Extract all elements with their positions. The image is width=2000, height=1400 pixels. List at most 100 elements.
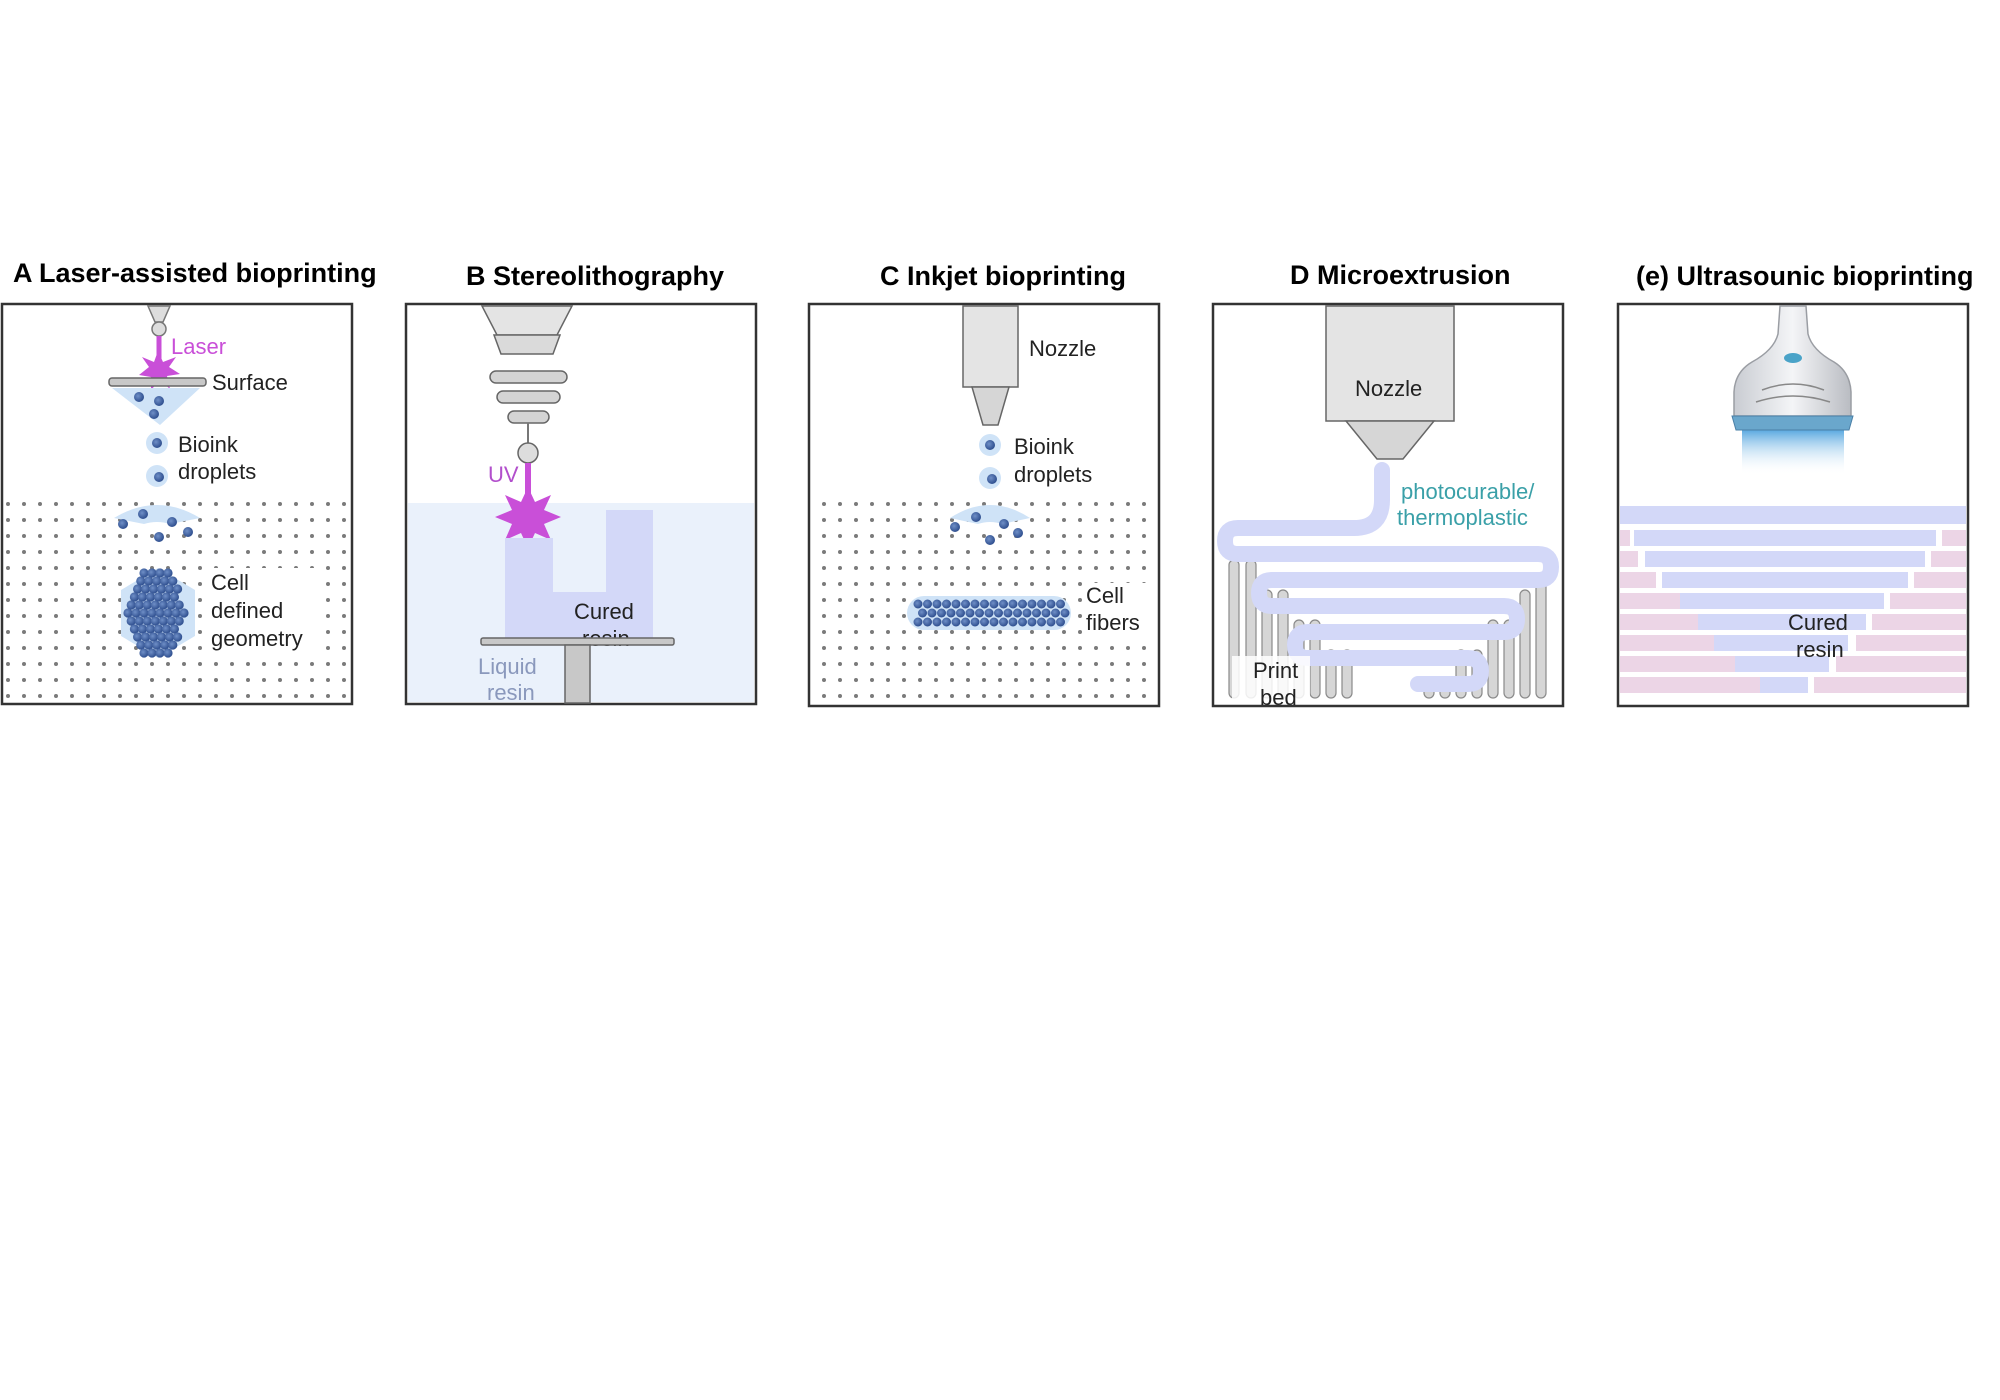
resin-brick — [1856, 635, 1966, 651]
cell — [153, 592, 163, 602]
cell — [1013, 608, 1022, 618]
cell — [160, 640, 170, 650]
laser-head-icon — [146, 305, 172, 323]
resin-brick — [1836, 656, 1966, 672]
bioink-label: Bioink — [178, 432, 239, 457]
resin-brick — [1620, 530, 1630, 546]
cell — [999, 599, 1008, 609]
cured-label: Cured — [574, 599, 634, 624]
panel-e-ultrasonic: (e) Ultrasounic bioprinting Cured resin — [1616, 261, 1974, 708]
cell — [129, 592, 139, 602]
cell — [163, 568, 173, 578]
cell — [1056, 617, 1065, 627]
lens-ring — [507, 410, 550, 424]
cell — [154, 472, 164, 482]
cell — [134, 600, 144, 610]
cell — [1041, 608, 1051, 618]
cell — [157, 632, 167, 642]
cell — [1013, 528, 1023, 538]
cell — [136, 640, 146, 650]
cell — [158, 616, 168, 626]
cell-label: Cell — [1086, 583, 1124, 608]
cell — [167, 517, 177, 527]
cell — [144, 640, 154, 650]
surface-label: Surface — [212, 370, 288, 395]
droplets-label: droplets — [178, 459, 256, 484]
label-backdrop — [1232, 656, 1310, 704]
resin-brick — [1814, 677, 1966, 693]
resin-brick — [1620, 614, 1710, 630]
cell — [165, 632, 175, 642]
cell — [149, 584, 159, 594]
cell — [932, 617, 942, 627]
cell — [179, 608, 189, 618]
cell — [183, 527, 193, 537]
cell — [147, 608, 157, 618]
uv-burst-icon — [495, 487, 561, 548]
panel-d-title: D Microextrusion — [1290, 260, 1511, 290]
platform-stem — [564, 644, 591, 704]
laser-focus-icon — [151, 321, 167, 337]
cured-resin-brick — [1735, 656, 1829, 672]
cell — [158, 600, 168, 610]
cell — [145, 592, 155, 602]
nozzle-body — [962, 305, 1019, 388]
cured-resin-brick — [1645, 551, 1925, 567]
cell — [1018, 599, 1027, 609]
ultrasound-beam — [1742, 430, 1844, 475]
bed-label: bed — [1260, 685, 1297, 710]
cell — [169, 624, 179, 634]
bioink-cone — [112, 388, 200, 425]
cell — [165, 584, 175, 594]
cell — [149, 632, 159, 642]
cured-resin-brick — [1698, 614, 1866, 630]
cell — [126, 616, 136, 626]
cell — [1046, 599, 1056, 609]
panel-a-laser-assisted: A Laser-assisted bioprinting Laser Surfa… — [0, 258, 377, 706]
lens-ring — [489, 370, 568, 384]
cell — [980, 599, 989, 609]
cell — [1027, 599, 1037, 609]
lens-focus-icon — [517, 442, 539, 464]
cell — [174, 616, 184, 626]
cured-resin-brick — [1634, 530, 1936, 546]
cell — [1027, 617, 1037, 627]
cell — [161, 624, 171, 634]
cell — [994, 608, 1003, 618]
cell — [153, 624, 163, 634]
defined-label: defined — [211, 598, 283, 623]
cell — [923, 599, 932, 609]
cell — [950, 522, 960, 532]
cell — [927, 608, 937, 618]
cell — [951, 599, 961, 609]
cell — [126, 600, 136, 610]
cell — [142, 616, 152, 626]
resin-brick — [1620, 572, 1656, 588]
cured-label: Cured — [1788, 610, 1848, 635]
cell — [142, 600, 152, 610]
cell — [989, 617, 999, 627]
cell — [155, 568, 165, 578]
splash-droplet — [114, 505, 200, 524]
cell-fiber-cluster — [913, 599, 1070, 627]
cell — [970, 617, 980, 627]
panel-c-title: C Inkjet bioprinting — [880, 261, 1126, 291]
cell — [163, 648, 173, 658]
cell — [1051, 608, 1060, 618]
cell — [913, 617, 923, 627]
cell — [1060, 608, 1070, 618]
splash-droplet — [950, 505, 1030, 524]
cell — [923, 617, 932, 627]
cell — [152, 438, 162, 448]
cell — [987, 474, 997, 484]
cell — [1018, 617, 1027, 627]
cell — [956, 608, 965, 618]
cell — [161, 592, 171, 602]
cell — [137, 624, 147, 634]
resin-brick — [1620, 656, 1746, 672]
cell — [1003, 608, 1013, 618]
cell — [989, 599, 999, 609]
panel-c-inkjet: C Inkjet bioprinting Nozzle Bioink dropl… — [807, 261, 1161, 708]
cell — [168, 576, 178, 586]
cell — [1037, 617, 1046, 627]
